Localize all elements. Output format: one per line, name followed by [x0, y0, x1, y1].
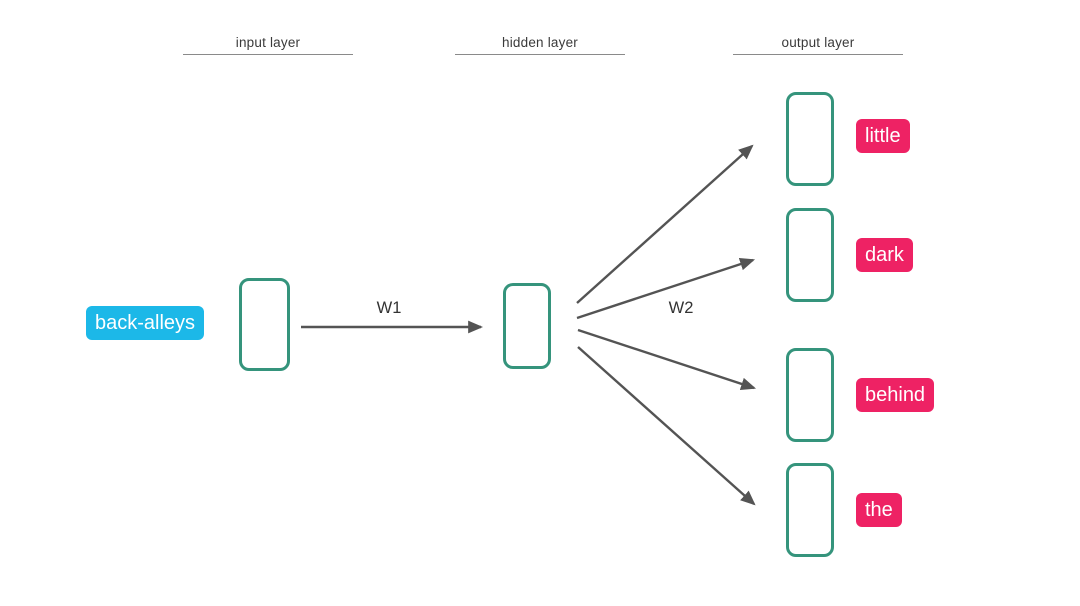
w2-weight-label: W2 — [668, 299, 694, 317]
output-node-1 — [786, 92, 834, 186]
output-node-4 — [786, 463, 834, 557]
w2-arrow-the — [577, 346, 756, 506]
input-word-badge: back-alleys — [86, 306, 205, 340]
w2-arrow-behind — [577, 328, 757, 391]
hidden-node — [503, 283, 551, 369]
output-node-2 — [786, 208, 834, 302]
output-word-badge-dark: dark — [856, 238, 913, 272]
output-word-badge-the: the — [856, 493, 902, 527]
w2-arrow-little — [576, 144, 754, 304]
output-node-3 — [786, 348, 834, 442]
output-word-badge-little: little — [856, 119, 910, 153]
output-layer-header: output layer — [733, 35, 903, 55]
output-word-badge-behind: behind — [856, 378, 935, 412]
input-layer-header: input layer — [183, 35, 353, 55]
w1-weight-label: W1 — [376, 299, 402, 317]
input-node — [239, 278, 290, 371]
hidden-layer-header: hidden layer — [455, 35, 625, 55]
